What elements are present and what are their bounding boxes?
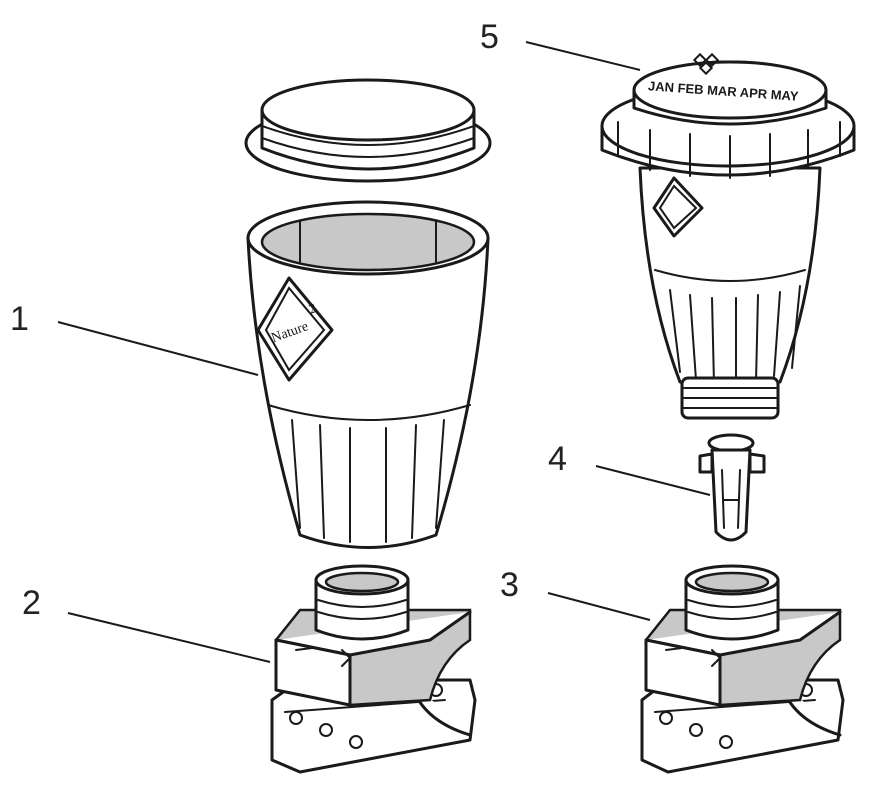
part-1-cartridge-cup: Nature 2 bbox=[246, 200, 490, 549]
leader-line-5 bbox=[525, 41, 641, 71]
callout-number-3: 3 bbox=[500, 566, 519, 604]
part-3-saddle-clamp bbox=[640, 564, 845, 774]
callout-number-1: 1 bbox=[10, 300, 29, 338]
leader-line-2 bbox=[67, 612, 271, 663]
brand-superscript: 2 bbox=[307, 301, 319, 317]
part-1-lid bbox=[244, 78, 492, 183]
leader-line-1 bbox=[57, 321, 259, 376]
leader-line-3 bbox=[547, 592, 651, 621]
part-5-dial-cartridge: JAN FEB MAR APR MAY bbox=[600, 52, 856, 420]
callout-number-2: 2 bbox=[22, 584, 41, 622]
brand-logo-diamond-small bbox=[652, 176, 704, 238]
dial-flower-icon bbox=[692, 52, 720, 76]
callout-number-5: 5 bbox=[480, 18, 499, 56]
brand-logo-diamond: Nature 2 bbox=[256, 276, 334, 382]
part-2-saddle-clamp bbox=[270, 564, 477, 774]
part-4-valve-insert bbox=[698, 433, 766, 542]
callout-number-4: 4 bbox=[548, 440, 567, 478]
leader-line-4 bbox=[595, 465, 711, 496]
